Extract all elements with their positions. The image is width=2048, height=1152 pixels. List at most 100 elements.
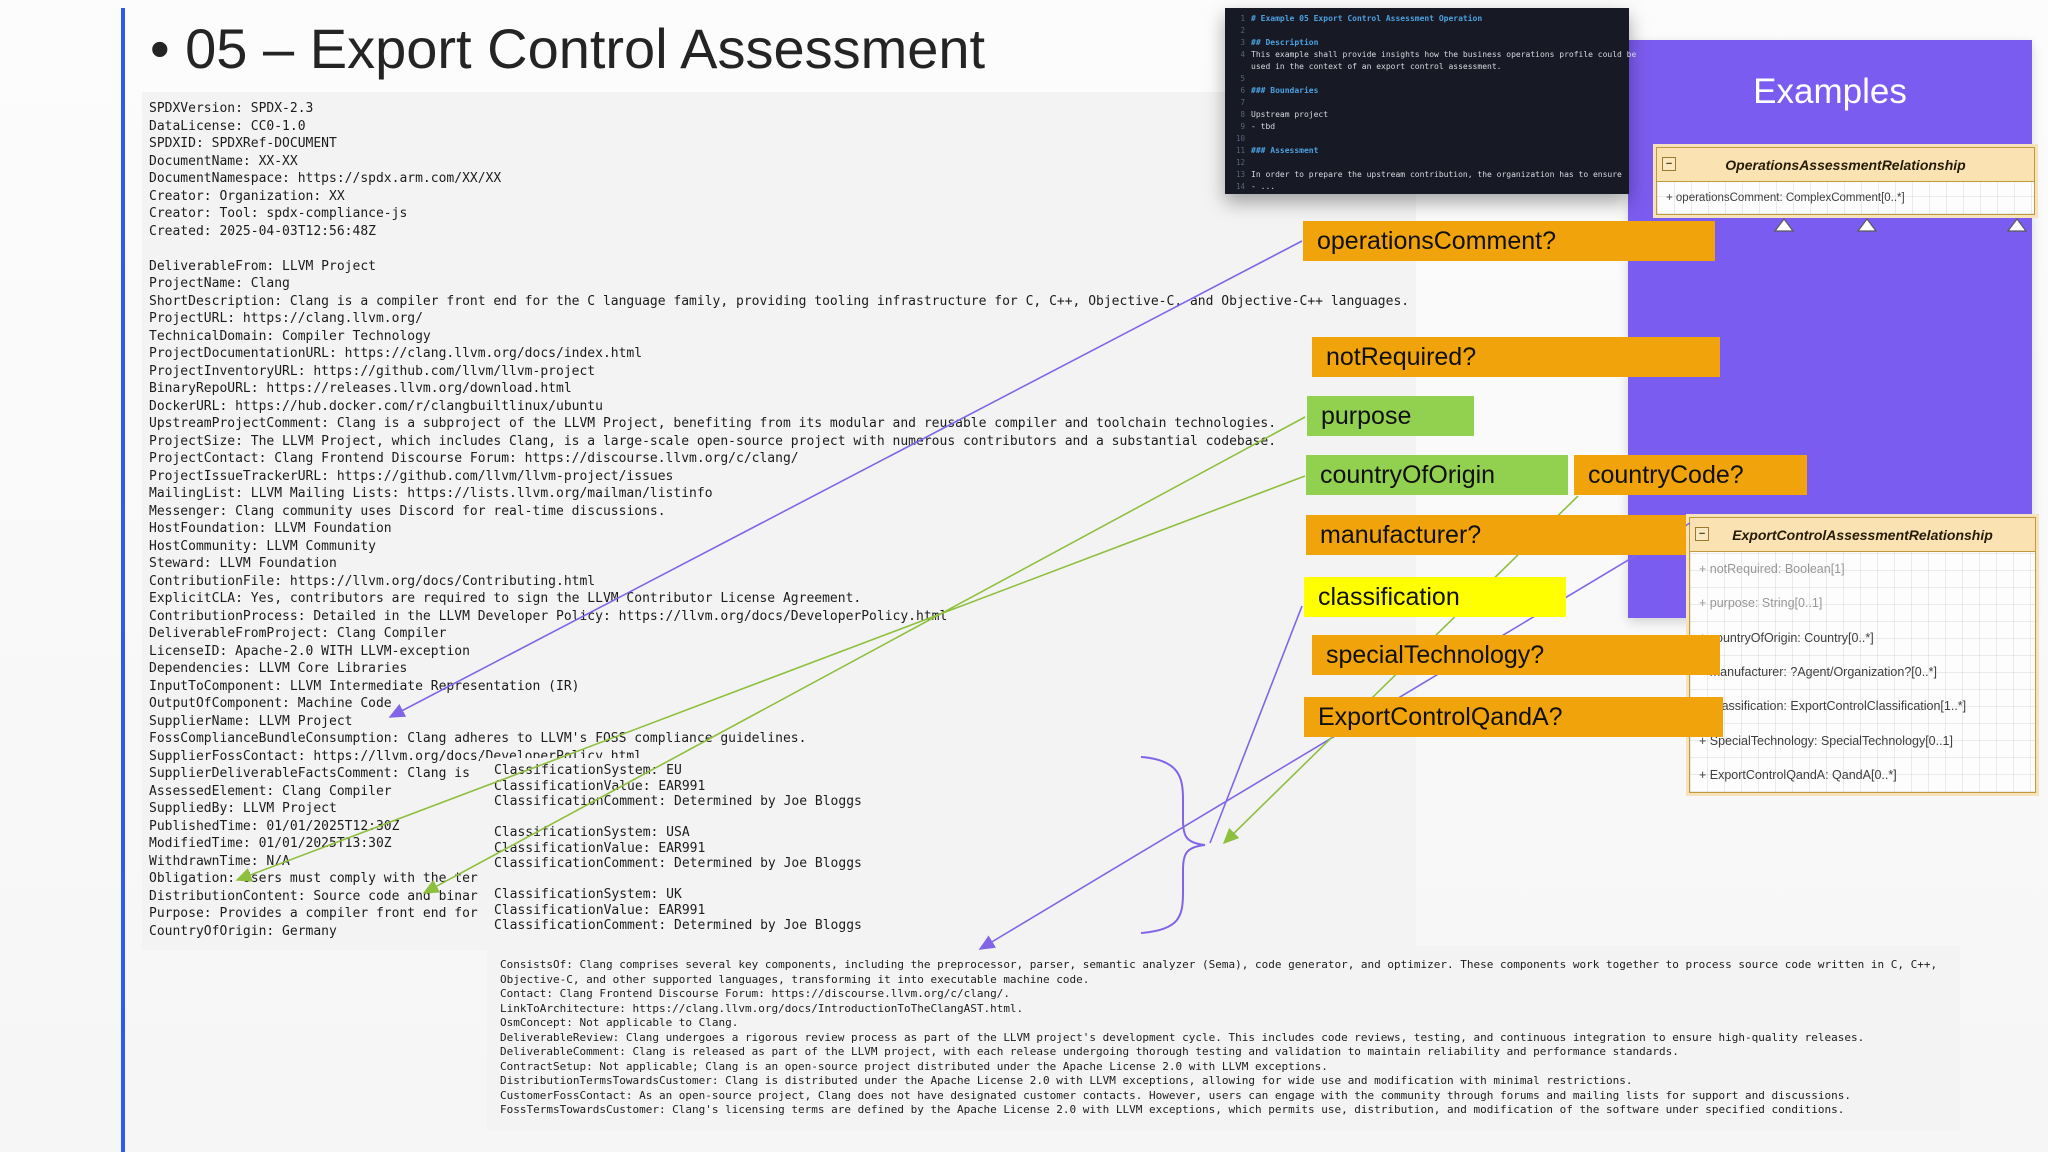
classification-line: ClassificationComment: Determined by Joe… xyxy=(494,856,862,871)
code-line-number: 9 xyxy=(1240,122,1245,131)
uml-class-box-operations-assessment: − OperationsAssessmentRelationship + ope… xyxy=(1653,144,2038,218)
annotation-label: countryOfOrigin xyxy=(1306,455,1568,495)
spdx-line: Creator: Organization: XX xyxy=(149,188,345,204)
classification-line: ClassificationSystem: USA xyxy=(494,825,690,840)
spdx-line: ProjectDocumentationURL: https://clang.l… xyxy=(149,346,643,361)
code-line: 9 - tbd xyxy=(1225,121,1629,133)
spdx-line: DocumentName: XX-XX xyxy=(149,153,298,169)
uml-attribute-row: + operationsComment: ComplexComment[0..*… xyxy=(1666,192,1905,204)
spdx-line: Steward: LLVM Foundation xyxy=(149,556,337,571)
annotation-label: countryCode? xyxy=(1574,455,1807,495)
details-line: DeliverableReview: Clang undergoes a rig… xyxy=(500,1030,1865,1044)
code-line-text: # Example 05 Export Control Assessment O… xyxy=(1251,14,1483,23)
code-line-number: 6 xyxy=(1240,86,1245,95)
uml-attribute-row: + Classification: ExportControlClassific… xyxy=(1699,699,1967,714)
annotation-label: notRequired? xyxy=(1312,337,1720,377)
uml-class-body: + notRequired: Boolean[1]+ purpose: Stri… xyxy=(1690,552,2035,793)
details-line: FossTermsTowardsCustomer: Clang's licens… xyxy=(500,1103,1845,1116)
annotation-label: classification xyxy=(1304,577,1566,617)
classification-line xyxy=(494,810,1220,826)
uml-class-body: + operationsComment: ComplexComment[0..*… xyxy=(1657,182,2034,214)
code-line-number: 11 xyxy=(1235,146,1245,155)
code-line-text: - ... xyxy=(1251,182,1276,191)
uml-attribute-row: + SpecialTechnology: SpecialTechnology[0… xyxy=(1699,733,1953,748)
collapse-icon[interactable]: − xyxy=(1695,527,1709,541)
spdx-line: InputToComponent: LLVM Intermediate Repr… xyxy=(149,678,580,694)
code-line: 13 In order to prepare the upstream cont… xyxy=(1225,169,1629,181)
details-line: DistributionTermsTowardsCustomer: Clang … xyxy=(500,1074,1633,1087)
annotation-label: specialTechnology? xyxy=(1312,635,1720,675)
code-line-text: Upstream project xyxy=(1251,110,1329,119)
uml-class-box-export-control-assessment: − ExportControlAssessmentRelationship + … xyxy=(1686,513,2039,797)
details-line: OsmConcept: Not applicable to Clang. xyxy=(500,1016,739,1029)
spdx-line: DocumentNamespace: https://spdx.arm.com/… xyxy=(149,171,502,186)
annotation-label-text: notRequired? xyxy=(1326,342,1477,371)
spdx-line: Dependencies: LLVM Core Libraries xyxy=(149,661,408,676)
code-line: 8 Upstream project xyxy=(1225,109,1629,121)
left-accent-line xyxy=(121,8,125,1152)
annotation-label: manufacturer? xyxy=(1306,515,1686,555)
annotation-label-text: purpose xyxy=(1321,401,1412,430)
code-line-number: 5 xyxy=(1240,74,1245,83)
spdx-line: SPDXVersion: SPDX-2.3 xyxy=(149,101,314,116)
annotation-label-text: operationsComment? xyxy=(1317,226,1557,255)
code-line-text: ### Assessment xyxy=(1251,146,1319,155)
annotation-label: ExportControlQandA? xyxy=(1304,697,1723,737)
spdx-line: HostFoundation: LLVM Foundation xyxy=(149,521,392,536)
details-line: CustomerFossContact: As an open-source p… xyxy=(500,1088,1852,1102)
code-line: 14 - ... xyxy=(1225,181,1629,193)
uml-class-title: ExportControlAssessmentRelationship xyxy=(1732,526,1993,543)
spdx-line: ProjectURL: https://clang.llvm.org/ xyxy=(149,311,423,326)
code-line-number: 3 xyxy=(1240,38,1245,47)
spdx-line: Created: 2025-04-03T12:56:48Z xyxy=(149,223,376,239)
annotation-label-text: manufacturer? xyxy=(1320,520,1482,549)
spdx-line: ShortDescription: Clang is a compiler fr… xyxy=(149,293,1410,309)
details-line: LinkToArchitecture: https://clang.llvm.o… xyxy=(500,1001,1024,1015)
spdx-line: ProjectInventoryURL: https://github.com/… xyxy=(149,363,596,379)
code-line: 2 xyxy=(1225,25,1629,37)
collapse-icon[interactable]: − xyxy=(1662,157,1676,171)
details-panel: ConsistsOf: Clang comprises several key … xyxy=(487,946,1960,1130)
code-line: 10 xyxy=(1225,133,1629,145)
spdx-line: DockerURL: https://hub.docker.com/r/clan… xyxy=(149,398,603,414)
code-line-number: 7 xyxy=(1240,98,1245,107)
classification-line: ClassificationSystem: UK xyxy=(494,887,682,902)
spdx-line: CountryOfOrigin: Germany xyxy=(149,923,337,939)
spdx-line: SupplierName: LLVM Project xyxy=(149,713,353,729)
markdown-code-panel: 1 # Example 05 Export Control Assessment… xyxy=(1225,8,1636,194)
code-line: 11 ### Assessment xyxy=(1225,145,1629,157)
code-line-text: - tbd xyxy=(1251,122,1276,131)
spdx-line: TechnicalDomain: Compiler Technology xyxy=(149,328,431,344)
spdx-line: ProjectContact: Clang Frontend Discourse… xyxy=(149,451,799,466)
code-line-number xyxy=(1225,61,1251,73)
spdx-line: DeliverableFrom: LLVM Project xyxy=(149,258,376,274)
code-line: 4 This example shall provide insights ho… xyxy=(1225,49,1636,61)
page-title: • 05 – Export Control Assessment xyxy=(150,17,986,80)
spdx-line: Messenger: Clang community uses Discord … xyxy=(149,503,666,519)
uml-attribute-row: + countryOfOrigin: Country[0..*] xyxy=(1699,630,1874,645)
spdx-line: UpstreamProjectComment: Clang is a subpr… xyxy=(149,416,1277,431)
code-line: 12 xyxy=(1225,157,1629,169)
code-line: used in the context of an export control… xyxy=(1225,61,1629,73)
spdx-line: DeliverableFromProject: Clang Compiler xyxy=(149,626,447,641)
code-line: 7 xyxy=(1225,97,1629,109)
uml-class-header: − ExportControlAssessmentRelationship xyxy=(1690,518,2035,552)
spdx-line: Purpose: Provides a compiler front end f… xyxy=(149,906,478,921)
classification-line: ClassificationValue: EAR991 xyxy=(494,840,706,856)
spdx-line: ProjectIssueTrackerURL: https://github.c… xyxy=(149,468,674,484)
spdx-line: MailingList: LLVM Mailing Lists: https:/… xyxy=(149,486,713,501)
code-line-text: ### Boundaries xyxy=(1251,86,1319,95)
code-line-number: 13 xyxy=(1235,170,1245,179)
code-line-number: 14 xyxy=(1235,182,1245,191)
details-line: ConsistsOf: Clang comprises several key … xyxy=(500,958,1938,986)
spdx-line: DistributionContent: Source code and bin… xyxy=(149,888,478,904)
annotation-label-text: countryCode? xyxy=(1588,460,1744,489)
spdx-line xyxy=(149,240,1416,258)
classification-line: ClassificationValue: EAR991 xyxy=(494,902,706,918)
classification-line: ClassificationValue: EAR991 xyxy=(494,778,706,794)
uml-attribute-row: + notRequired: Boolean[1] xyxy=(1699,562,1845,577)
classification-line: ClassificationComment: Determined by Joe… xyxy=(494,918,862,933)
classification-line xyxy=(494,872,1220,888)
